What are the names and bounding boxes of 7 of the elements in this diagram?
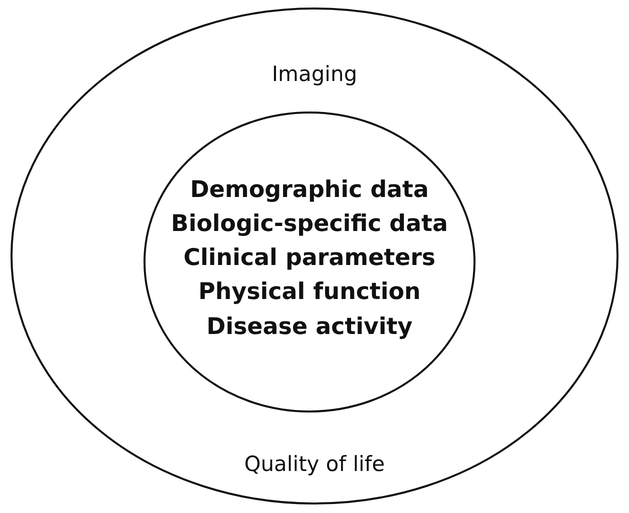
category-text: Demographic data: [190, 177, 429, 203]
ring-label: Quality of life: [244, 452, 385, 476]
category-text: Biologic-specific data: [171, 211, 448, 237]
category-text: Clinical parameters: [184, 245, 436, 271]
category-text: Disease activity: [206, 314, 412, 340]
category-text: Physical function: [198, 279, 421, 305]
ring-label: Imaging: [272, 62, 358, 86]
